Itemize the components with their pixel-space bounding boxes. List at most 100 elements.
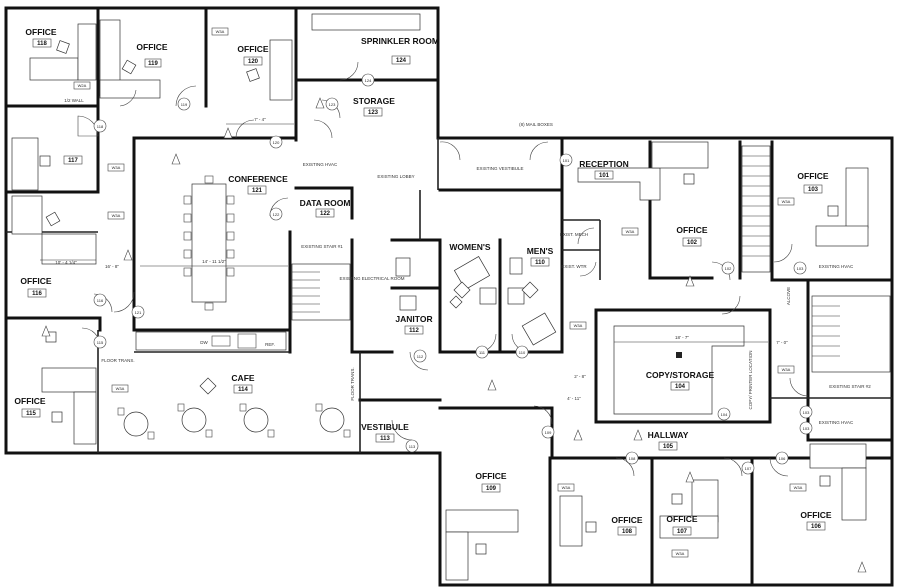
room-vestibule-113: VESTIBULE 113 bbox=[361, 422, 409, 443]
room-name: JANITOR bbox=[395, 314, 432, 324]
room-number: 119 bbox=[148, 61, 158, 67]
room-name: OFFICE bbox=[25, 27, 56, 37]
room-number: 114 bbox=[238, 387, 248, 393]
room-number: 122 bbox=[320, 211, 331, 217]
doors bbox=[77, 61, 809, 477]
room-number: 120 bbox=[248, 59, 259, 65]
room-office-107: OFFICE 107 bbox=[666, 514, 698, 536]
door-tag: 120 bbox=[273, 140, 280, 145]
room-office-119: OFFICE 119 bbox=[136, 42, 168, 68]
room-office-120: OFFICE 120 bbox=[237, 44, 269, 66]
room-number: 118 bbox=[37, 41, 47, 47]
note-existing-hvac: EXISTING HVAC bbox=[303, 162, 338, 167]
room-conference-121: CONFERENCE 121 bbox=[228, 174, 288, 195]
room-name: OFFICE bbox=[611, 515, 642, 525]
door-tag: 111 bbox=[479, 350, 486, 355]
room-117: 117 bbox=[63, 155, 83, 165]
room-reception-101: RECEPTION 101 bbox=[579, 159, 629, 180]
dim-8: 7' - 0" bbox=[776, 340, 788, 345]
wall-tag: W3A bbox=[794, 485, 803, 490]
stair-2-treads bbox=[812, 305, 840, 357]
exterior-walls bbox=[4, 6, 894, 587]
room-number: 112 bbox=[409, 328, 419, 334]
room-number: 124 bbox=[396, 58, 407, 64]
door-tag: 124 bbox=[365, 78, 372, 83]
note-existing-hvac-2: EXISTING HVAC bbox=[819, 264, 854, 269]
door-tag: 109 bbox=[545, 430, 552, 435]
room-name: MEN'S bbox=[527, 246, 554, 256]
door-tag: 118 bbox=[97, 124, 104, 129]
door-tag: 103 bbox=[803, 410, 810, 415]
room-number: 106 bbox=[811, 524, 822, 530]
room-name: OFFICE bbox=[797, 171, 828, 181]
room-name: DATA ROOM bbox=[300, 198, 351, 208]
section-markers bbox=[41, 97, 867, 573]
room-name: COPY/STORAGE bbox=[646, 370, 715, 380]
room-number: 101 bbox=[599, 173, 610, 179]
note-dw: DW bbox=[200, 340, 208, 345]
door-tag: 102 bbox=[725, 266, 732, 271]
door-tag: 115 bbox=[97, 340, 104, 345]
note-existing-vestibule: EXISTING VESTIBULE bbox=[476, 166, 523, 171]
room-copy-104: COPY/STORAGE 104 bbox=[646, 370, 715, 391]
room-number: 117 bbox=[68, 158, 78, 164]
notes: EXISTING HVAC EXISTING LOBBY EXISTING VE… bbox=[64, 98, 871, 425]
door-tag: 123 bbox=[329, 102, 336, 107]
room-number: 104 bbox=[675, 384, 686, 390]
room-name: OFFICE bbox=[800, 510, 831, 520]
note-floor-trans-2: FLOOR TRANS. bbox=[350, 367, 355, 400]
conference-chairs bbox=[183, 175, 235, 311]
note-alcove: ALCOVE bbox=[786, 287, 791, 305]
room-office-108: OFFICE 108 bbox=[611, 515, 643, 536]
room-data-122: DATA ROOM 122 bbox=[300, 198, 351, 218]
room-sprinkler-124: SPRINKLER ROOM 124 bbox=[361, 36, 439, 65]
wall-tag: W3A bbox=[562, 485, 571, 490]
note-mailboxes: (8) MAIL BOXES bbox=[519, 122, 553, 127]
room-cafe-114: CAFE 114 bbox=[231, 373, 255, 394]
door-tag: 103 bbox=[797, 266, 804, 271]
note-existing-hvac-3: EXISTING HVAC bbox=[819, 420, 854, 425]
room-number: 115 bbox=[26, 411, 36, 417]
furniture bbox=[11, 13, 891, 581]
door-tag: 103 bbox=[803, 426, 810, 431]
room-name: WOMEN'S bbox=[449, 242, 491, 252]
stair-treads bbox=[742, 155, 770, 257]
note-floor-trans-1: FLOOR TRANS. bbox=[101, 358, 134, 363]
door-tag: 101 bbox=[563, 158, 570, 163]
room-number: 103 bbox=[808, 187, 819, 193]
note-exist-wtr: EXIST. WTR bbox=[561, 264, 587, 269]
room-name: OFFICE bbox=[136, 42, 167, 52]
room-name: STORAGE bbox=[353, 96, 395, 106]
room-office-118: OFFICE 118 bbox=[25, 27, 57, 48]
door-tag: 121 bbox=[135, 310, 142, 315]
room-janitor-112: JANITOR 112 bbox=[395, 314, 433, 335]
note-existing-stair-1: EXISTING STAIR #1 bbox=[301, 244, 343, 249]
door-tag: 112 bbox=[417, 354, 424, 359]
room-hallway-105: HALLWAY 105 bbox=[648, 430, 689, 451]
room-office-116: OFFICE 116 bbox=[20, 276, 52, 298]
door-tags: 118 119 120 116 115 121 122 113 112 111 … bbox=[93, 73, 813, 475]
dim-5: 18' - 7" bbox=[675, 335, 689, 340]
wall-tag: W3A bbox=[626, 229, 635, 234]
note-refr: REF. bbox=[265, 342, 275, 347]
room-number: 102 bbox=[687, 240, 698, 246]
room-labels: OFFICE 118 OFFICE 119 OFFICE 120 SPRINKL… bbox=[14, 27, 832, 536]
room-office-102: OFFICE 102 bbox=[676, 225, 708, 247]
room-name: HALLWAY bbox=[648, 430, 689, 440]
door-tag: 116 bbox=[97, 298, 104, 303]
door-tag: 110 bbox=[519, 350, 526, 355]
wall-tag: W3A bbox=[216, 29, 225, 34]
wall-tag: W3A bbox=[574, 323, 583, 328]
room-womens-111: WOMEN'S bbox=[449, 242, 491, 252]
wall-tag: W2A bbox=[78, 83, 87, 88]
note-existing-lobby: EXISTING LOBBY bbox=[377, 174, 414, 179]
room-number: 113 bbox=[380, 436, 390, 442]
room-storage-123: STORAGE 123 bbox=[353, 96, 395, 117]
door-tag: 119 bbox=[181, 102, 188, 107]
note-existing-stair-2: EXISTING STAIR #2 bbox=[829, 384, 871, 389]
note-copy-printer: COPY/ PRINTER LOCATION bbox=[748, 351, 753, 410]
room-number: 121 bbox=[252, 188, 263, 194]
room-number: 109 bbox=[486, 486, 497, 492]
room-name: CONFERENCE bbox=[228, 174, 288, 184]
dimensions: 7' - 4" 14' - 11 1/2" 10' - 4 1/4" 18' -… bbox=[40, 117, 788, 401]
